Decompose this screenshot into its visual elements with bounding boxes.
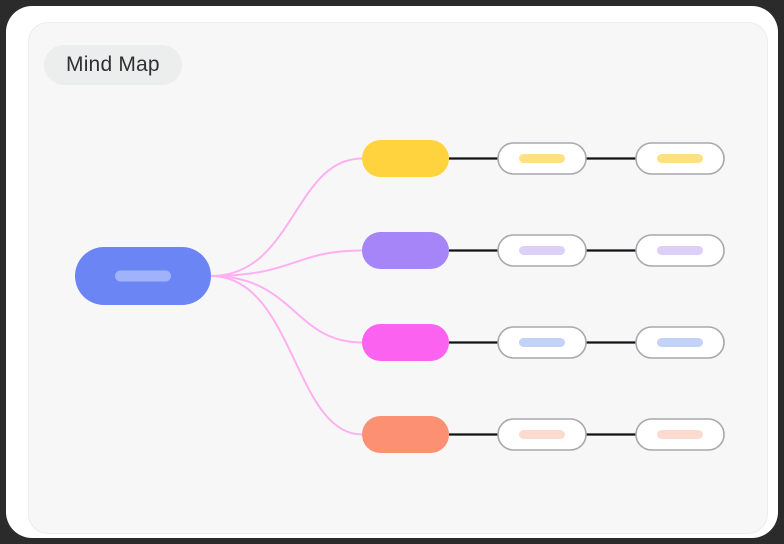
leaf-yellow-1-bar [519,154,565,163]
branch-yellow-shape[interactable] [362,140,449,177]
leaf-purple-2-bar [657,246,703,255]
root-node[interactable] [75,247,211,305]
leaf-yellow-1[interactable] [497,142,587,175]
curve-branch-orange [210,275,363,436]
leaf-magenta-1[interactable] [497,326,587,359]
branch-yellow[interactable] [362,140,449,177]
branch-magenta[interactable] [362,324,449,361]
branch-magenta-shape[interactable] [362,324,449,361]
leaf-yellow-2[interactable] [635,142,725,175]
root-node-bar [115,270,171,282]
leaf-orange-2-bar [657,430,703,439]
curve-branch-yellow [210,157,363,277]
branch-curve-layer [210,157,363,436]
curve-branch-purple [210,249,363,277]
branch-purple-shape[interactable] [362,232,449,269]
branch-purple[interactable] [362,232,449,269]
leaf-orange-2[interactable] [635,418,725,451]
leaf-magenta-1-bar [519,338,565,347]
leaf-purple-2[interactable] [635,234,725,267]
leaf-orange-1-bar [519,430,565,439]
leaf-magenta-2[interactable] [635,326,725,359]
leaf-connector-layer [449,157,636,436]
window-frame: Mind Map [6,6,778,538]
page-title-pill: Mind Map [44,45,182,85]
mind-map-canvas[interactable]: Mind Map [28,22,768,534]
branch-orange[interactable] [362,416,449,453]
mind-map-diagram [75,140,725,453]
leaf-magenta-2-bar [657,338,703,347]
leaf-orange-1[interactable] [497,418,587,451]
page-title: Mind Map [66,53,160,76]
leaf-purple-1-bar [519,246,565,255]
curve-branch-magenta [210,275,363,344]
leaf-yellow-2-bar [657,154,703,163]
leaf-purple-1[interactable] [497,234,587,267]
branch-orange-shape[interactable] [362,416,449,453]
